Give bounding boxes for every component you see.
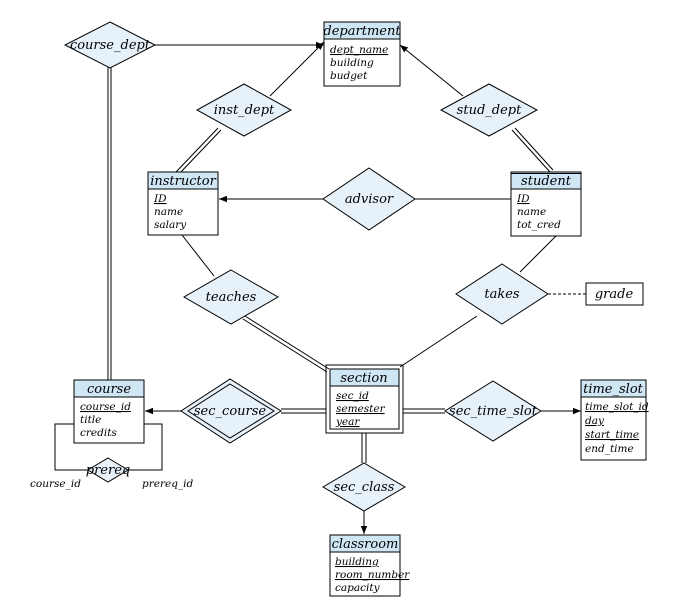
prereq-right-line	[128, 423, 163, 471]
entity-title: section	[340, 371, 387, 386]
attribute-partial-key: sec_id	[336, 390, 369, 402]
entity-instructor: instructor ID name salary	[147, 171, 219, 236]
role-label-prereq-id: prereq_id	[142, 478, 194, 490]
stud-dept-to-department-arrow	[399, 44, 464, 97]
attribute: building	[330, 57, 374, 69]
attribute-primary-key: ID	[153, 193, 167, 205]
attribute-primary-key: dept_name	[330, 44, 388, 56]
relationship-teaches: teaches	[182, 269, 280, 325]
stud-dept-to-student-line-b	[511, 129, 551, 173]
inst-dept-to-instructor-line-a	[175, 127, 219, 173]
attribute-primary-key: building	[335, 556, 379, 568]
relationship-sec-time-slot: sec_time_slot	[444, 380, 542, 442]
weak-entity-outer-border	[325, 364, 404, 434]
relationship-label: stud_dept	[457, 103, 522, 118]
relationship-label: sec_class	[334, 480, 395, 495]
relationship-course-dept: course_dept	[63, 21, 157, 69]
relationship-label: advisor	[345, 192, 394, 207]
attribute-primary-key: day	[585, 415, 605, 427]
entity-student: student ID name tot_cred	[510, 171, 582, 237]
attribute: end_time	[585, 443, 634, 455]
relationship-label: sec_course	[194, 404, 267, 419]
relationship-label: course_dept	[70, 38, 151, 53]
connectors	[54, 41, 586, 534]
relationship-sec-class: sec_class	[322, 462, 406, 512]
relationship-takes: takes	[455, 263, 549, 325]
takes-to-section-line	[399, 315, 478, 368]
entity-title: time_slot	[583, 382, 644, 397]
entity-time-slot: time_slot time_slot_id day start_time en…	[580, 379, 649, 461]
teaches-to-section-line-b	[242, 318, 328, 373]
entity-classroom: classroom building room_number capacity	[329, 534, 410, 597]
attribute: name	[517, 206, 546, 218]
entity-department: department dept_name building budget	[323, 21, 401, 87]
inst-dept-to-instructor-line-b	[178, 129, 222, 175]
relationship-label: takes	[484, 287, 520, 302]
relationship-advisor: advisor	[322, 167, 416, 231]
entity-title: department	[323, 24, 401, 39]
entity-title: student	[521, 174, 572, 189]
attribute-primary-key: time_slot_id	[585, 401, 649, 413]
teaches-to-section-line-a	[244, 315, 330, 370]
entity-course: course course_id title credits	[73, 379, 145, 444]
role-label-course-id: course_id	[30, 478, 81, 490]
relationship-label: sec_time_slot	[449, 404, 538, 419]
student-to-takes-line	[519, 235, 557, 273]
attribute-primary-key: course_id	[80, 401, 131, 413]
relationship-label: teaches	[206, 290, 257, 305]
stud-dept-to-student-line-a	[514, 127, 554, 171]
attribute: budget	[330, 70, 368, 82]
relationship-label: inst_dept	[214, 103, 275, 118]
attribute: capacity	[335, 582, 381, 594]
attribute-partial-key: semester	[336, 403, 386, 415]
attribute: salary	[154, 219, 187, 231]
attribute-primary-key: ID	[516, 193, 530, 205]
instructor-to-teaches-line	[181, 234, 215, 277]
relationship-stud-dept: stud_dept	[439, 83, 539, 137]
relationship-inst-dept: inst_dept	[195, 83, 293, 137]
attribute-partial-key: year	[335, 416, 360, 428]
attribute: tot_cred	[517, 219, 561, 231]
entity-title: classroom	[332, 537, 399, 552]
entity-section: section sec_id semester year	[325, 364, 404, 434]
relationship-sec-course: sec_course	[180, 378, 282, 444]
prereq-left-line	[54, 423, 88, 471]
entity-title: course	[87, 382, 131, 397]
attribute: title	[80, 414, 101, 426]
relationship-attribute-grade: grade	[585, 282, 644, 306]
relationship-label: prereq	[86, 463, 130, 478]
attribute: name	[154, 206, 183, 218]
entity-title: instructor	[150, 174, 216, 189]
attribute-primary-key: room_number	[335, 569, 410, 581]
attribute-label: grade	[595, 287, 634, 302]
relationship-prereq: prereq	[86, 457, 130, 483]
attribute: credits	[80, 427, 117, 439]
attribute-primary-key: start_time	[585, 429, 639, 441]
inst-dept-to-department-arrow	[269, 41, 325, 97]
